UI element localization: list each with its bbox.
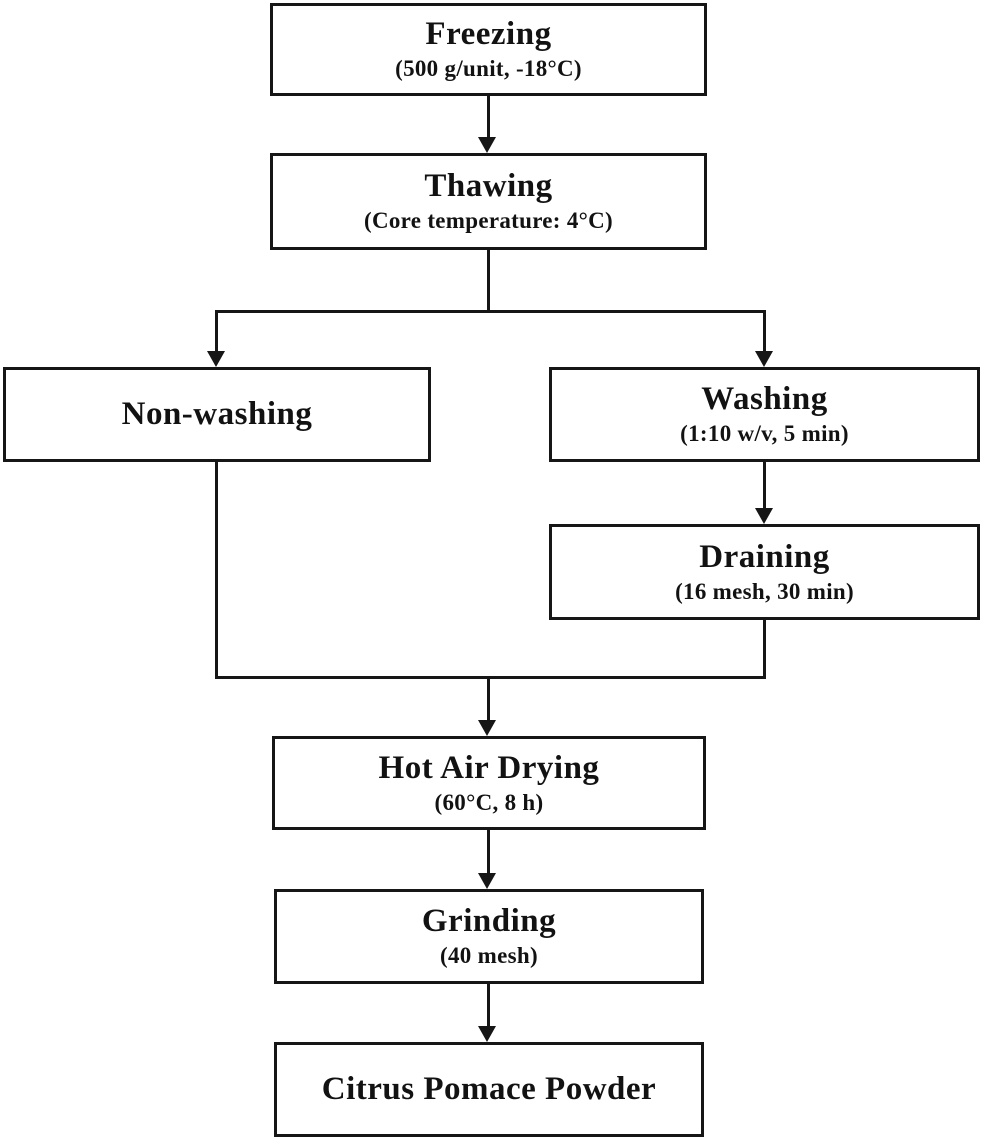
node-draining-label: Draining — [699, 538, 830, 575]
edge-washing-draining-arrowhead-icon — [755, 508, 773, 524]
edge-split-washing-line — [763, 310, 766, 352]
node-freezing-detail: (500 g/unit, -18°C) — [395, 56, 582, 82]
edge-washing-draining-line — [763, 462, 766, 509]
node-grinding-label: Grinding — [421, 903, 557, 940]
node-draining-detail: (16 mesh, 30 min) — [675, 578, 854, 604]
edge-freezing-thawing-arrowhead-icon — [478, 137, 496, 153]
node-hot-air-drying: Hot Air Drying (60°C, 8 h) — [272, 736, 706, 830]
edge-thawing-split-line — [487, 250, 490, 313]
node-draining: Draining (16 mesh, 30 min) — [549, 524, 980, 620]
edge-grinding-citrus-arrowhead-icon — [478, 1026, 496, 1042]
node-grinding: Grinding (40 mesh) — [274, 889, 704, 984]
node-thawing-label: Thawing — [424, 168, 553, 205]
node-non-washing-label: Non-washing — [121, 396, 313, 433]
edge-merge-hot-air-drying-arrowhead-icon — [478, 720, 496, 736]
node-hot-air-drying-label: Hot Air Drying — [378, 749, 600, 786]
edge-non-washing-merge-line — [215, 462, 218, 679]
node-citrus-pomace-powder: Citrus Pomace Powder — [274, 1042, 704, 1137]
node-washing-detail: (1:10 w/v, 5 min) — [680, 421, 849, 447]
node-thawing-detail: (Core temperature: 4°C) — [364, 208, 613, 234]
edge-draining-merge-line — [763, 620, 766, 679]
node-washing: Washing (1:10 w/v, 5 min) — [549, 367, 980, 462]
node-non-washing: Non-washing — [3, 367, 431, 462]
node-freezing-label: Freezing — [425, 16, 552, 53]
edge-split-washing-arrowhead-icon — [755, 351, 773, 367]
node-freezing: Freezing (500 g/unit, -18°C) — [270, 3, 707, 96]
edge-hot-air-drying-grinding-line — [487, 830, 490, 874]
node-washing-label: Washing — [701, 381, 828, 418]
split-bar-line — [215, 310, 766, 313]
node-citrus-pomace-powder-label: Citrus Pomace Powder — [321, 1071, 657, 1108]
node-thawing: Thawing (Core temperature: 4°C) — [270, 153, 707, 250]
node-grinding-detail: (40 mesh) — [440, 943, 538, 969]
edge-merge-hot-air-drying-line — [487, 679, 490, 721]
edge-freezing-thawing-line — [487, 96, 490, 140]
merge-bar-line — [215, 676, 766, 679]
edge-hot-air-drying-grinding-arrowhead-icon — [478, 873, 496, 889]
edge-split-non-washing-line — [215, 310, 218, 352]
edge-grinding-citrus-line — [487, 984, 490, 1027]
node-hot-air-drying-detail: (60°C, 8 h) — [434, 789, 544, 815]
edge-split-non-washing-arrowhead-icon — [207, 351, 225, 367]
